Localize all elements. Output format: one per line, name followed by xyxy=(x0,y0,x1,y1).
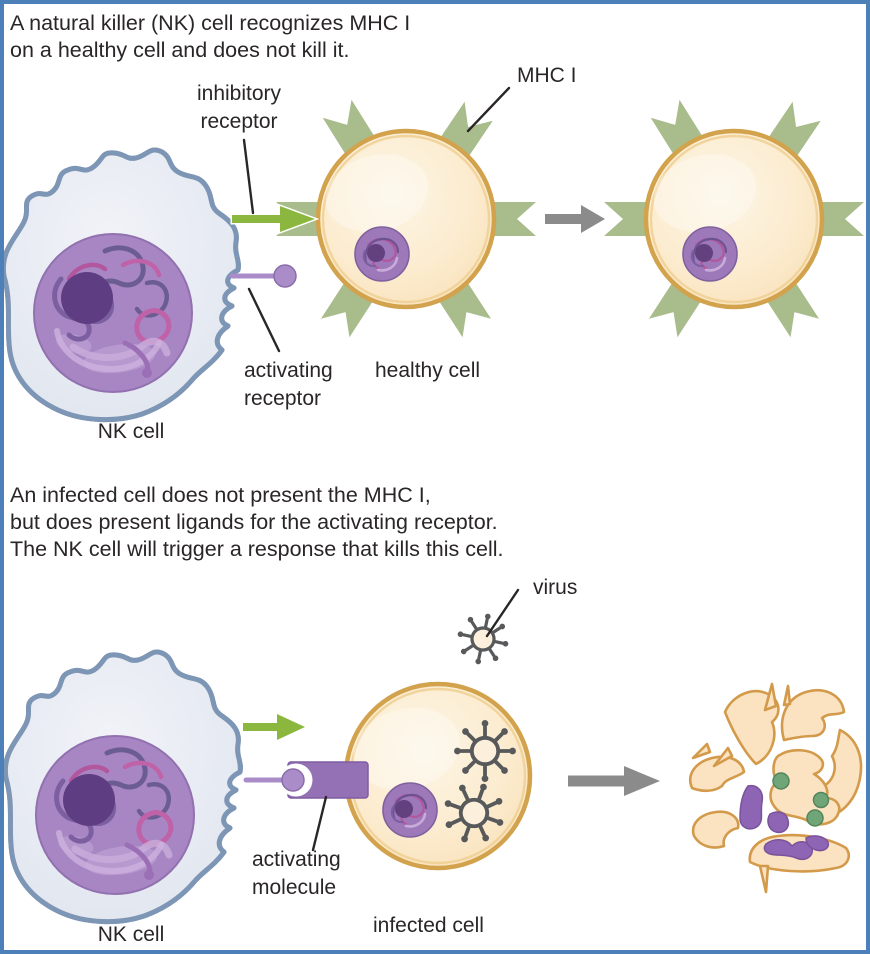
arrow-right-icon xyxy=(568,766,660,796)
caption-top-line1: A natural killer (NK) cell recognizes MH… xyxy=(10,11,410,35)
nk-cell-bottom xyxy=(5,652,240,922)
callout-line-inhibitory xyxy=(242,138,255,215)
callout-line-activating-molecule xyxy=(311,795,328,852)
virus-icon-inside-1 xyxy=(452,718,518,784)
label-virus: virus xyxy=(533,576,577,599)
nk-cell-top xyxy=(3,150,238,420)
label-mhc-i: MHC I xyxy=(517,64,577,87)
activating-receptor-engaged-icon xyxy=(243,768,305,792)
label-inhibitory-receptor-line1: inhibitory xyxy=(197,82,282,105)
label-activating-receptor-line1: activating xyxy=(244,359,333,382)
label-infected-cell: infected cell xyxy=(373,914,484,937)
label-activating-receptor-line2: receptor xyxy=(244,387,321,410)
nucleus-fragments xyxy=(739,784,830,860)
label-healthy-cell: healthy cell xyxy=(375,359,480,382)
arrow-right-icon xyxy=(545,205,605,233)
cell-fragments xyxy=(689,682,863,894)
callout-line-virus xyxy=(485,588,520,638)
activating-receptor-icon xyxy=(229,264,297,288)
healthy-cell-2 xyxy=(604,100,864,338)
panel-infected-killing: An infected cell does not present the MH… xyxy=(5,483,863,946)
label-activating-molecule-line1: activating xyxy=(252,848,341,871)
inhibitory-receptor-arrow-free-icon xyxy=(243,714,305,740)
callout-line-activating-receptor xyxy=(247,287,281,353)
caption-top-line2: on a healthy cell and does not kill it. xyxy=(10,38,349,62)
panel-healthy-recognition: A natural killer (NK) cell recognizes MH… xyxy=(3,11,864,443)
granule-dots xyxy=(772,772,830,827)
destroyed-cell xyxy=(689,682,863,894)
label-inhibitory-receptor-line2: receptor xyxy=(200,110,277,133)
infected-cell xyxy=(343,681,533,871)
label-nk-cell-bottom: NK cell xyxy=(98,923,165,946)
caption-bottom-line1: An infected cell does not present the MH… xyxy=(10,483,431,507)
caption-bottom-line2: but does present ligands for the activat… xyxy=(10,510,498,534)
caption-bottom-line3: The NK cell will trigger a response that… xyxy=(10,537,504,561)
inhibitory-receptor-arrow-icon xyxy=(230,203,320,235)
label-activating-molecule-line2: molecule xyxy=(252,876,336,899)
label-nk-cell-top: NK cell xyxy=(98,420,165,443)
callout-line-mhc xyxy=(466,86,511,133)
virus-icon-free xyxy=(450,606,516,672)
